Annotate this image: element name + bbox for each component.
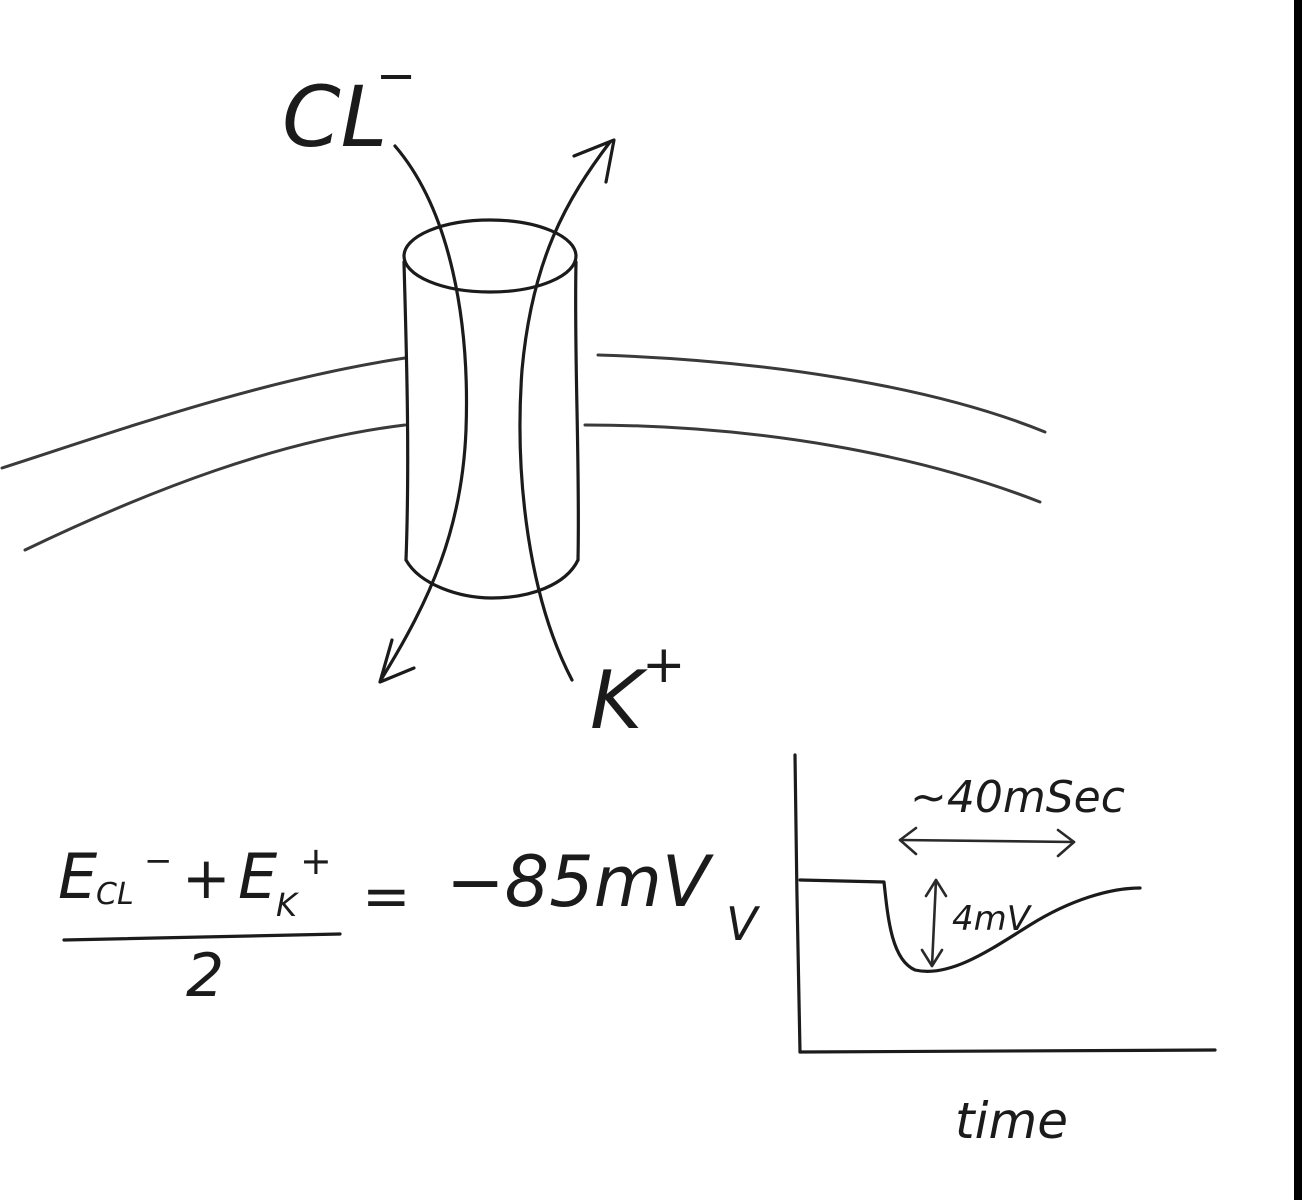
page-edge-border [1294,0,1302,1200]
graph-y-axis [793,753,802,1054]
cl-ion-label: CL [282,68,387,166]
ion-channel [402,218,581,600]
eq-fraction-bar [62,932,342,942]
amplitude-arrow [930,878,938,968]
membrane-inner-left [23,423,407,552]
k-ion-charge: + [642,635,686,695]
duration-annotation: ~40mSec [910,772,1125,823]
cl-ion-arrow [378,144,469,684]
duration-arrow [898,838,1076,844]
k-arrow-path [518,140,612,682]
graph-y-label: V [726,897,761,951]
k-arrowhead [572,138,616,184]
membrane-inner-right [583,423,1042,504]
eq-cl-superscript: − [144,841,173,881]
k-ion-arrow [518,138,616,682]
eq-k-subscript: K [276,886,300,924]
eq-equals: = [362,862,411,930]
k-ion-label: K [590,654,648,747]
channel-left-wall [402,260,410,562]
cl-arrowhead [378,638,416,684]
eq-plus: + [182,844,231,912]
voltage-time-graph: V time ~40mSec 4mV [726,753,1217,1150]
cl-ion-charge: − [376,48,416,104]
membrane-outer-right [596,353,1047,434]
cl-arrow-path [380,144,469,680]
membrane-outer-left [0,356,407,470]
cell-membrane [0,353,1047,552]
eq-e-k: E [238,840,278,913]
eq-result: −85mV [446,841,714,923]
eq-k-superscript: + [300,839,332,883]
channel-top [402,218,578,294]
amplitude-arrowhead-bottom [920,948,944,968]
duration-arrowhead-right [1056,828,1076,858]
voltage-trace [798,878,1142,973]
eq-cl-subscript: CL [96,877,134,912]
reversal-potential-equation: E CL − + E K + 2 = −85mV [58,839,714,1011]
channel-right-wall [573,260,581,562]
duration-arrowhead-left [898,826,918,856]
channel-bottom [404,558,580,600]
eq-e-cl: E [58,840,98,913]
eq-denominator: 2 [186,941,224,1011]
amplitude-arrowhead-top [924,878,948,898]
amplitude-annotation: 4mV [952,899,1033,939]
graph-x-axis [798,1048,1217,1054]
graph-x-label: time [955,1092,1068,1150]
